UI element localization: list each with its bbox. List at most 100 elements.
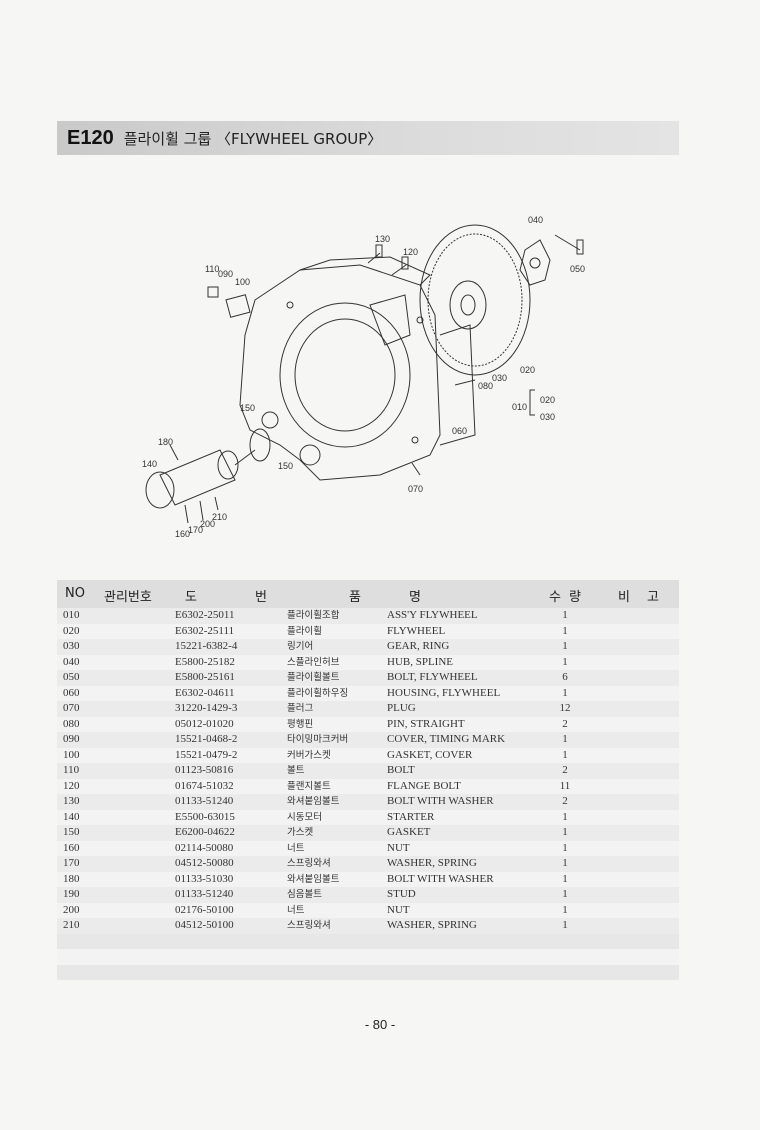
callout-050: 050	[570, 264, 585, 274]
header-drawing-2: 번	[255, 590, 267, 605]
part-name-korean: 스프링와셔	[287, 920, 331, 931]
part-no: 050	[63, 671, 80, 683]
part-number: 02176-50100	[175, 903, 234, 916]
part-name-english: FLANGE BOLT	[387, 779, 461, 792]
callout-030b: 030	[540, 412, 555, 422]
part-number: E6302-04611	[175, 686, 235, 699]
part-name-korean: 타이밍마크커버	[287, 734, 349, 745]
callout-070: 070	[408, 484, 423, 494]
quantity: 2	[562, 795, 568, 807]
part-no: 200	[63, 903, 80, 916]
header-name-1: 품	[349, 590, 361, 605]
table-filler-row	[57, 933, 679, 949]
part-number: E6200-04622	[175, 826, 235, 838]
part-no: 040	[63, 655, 80, 668]
callout-020: 020	[520, 365, 535, 375]
parts-table-header: NO 관리번호 도 번 품 명 수 량 비 고	[57, 580, 679, 608]
header-remark-2: 고	[647, 590, 659, 605]
part-no: 140	[63, 810, 80, 823]
quantity: 6	[562, 671, 568, 683]
part-name-korean: 커버가스켓	[287, 749, 331, 761]
table-filler-row	[57, 964, 679, 980]
callout-080: 080	[478, 381, 493, 391]
section-code: E120	[67, 126, 114, 149]
table-filler-row	[57, 949, 679, 965]
part-number: E5800-25182	[175, 655, 235, 668]
header-remark-1: 비	[618, 590, 630, 605]
quantity: 12	[559, 702, 571, 714]
part-name-english: HUB, SPLINE	[387, 655, 454, 668]
part-number: E6302-25111	[175, 624, 235, 637]
section-title: 플라이휠 그룹 〈FLYWHEEL GROUP〉	[123, 129, 383, 148]
part-name-english: COVER, TIMING MARK	[387, 733, 506, 745]
part-name-korean: 와셔붙임볼트	[287, 873, 340, 885]
part-number: 04512-50080	[175, 857, 234, 869]
page-number: - 80 -	[364, 1017, 396, 1032]
part-no: 030	[63, 640, 80, 652]
quantity: 1	[562, 810, 568, 823]
part-number: 01133-51030	[175, 872, 234, 885]
flywheel-group-illustration: 040 050 130 120 110 090 100 020 030 080 …	[142, 215, 585, 539]
part-no: 150	[63, 826, 80, 838]
part-no: 010	[63, 609, 80, 621]
callout-200: 200	[200, 519, 215, 529]
part-name-english: PIN, STRAIGHT	[387, 717, 465, 730]
part-name-english: GASKET	[387, 826, 431, 838]
part-name-english: BOLT WITH WASHER	[387, 872, 494, 885]
part-number: E5800-25161	[175, 671, 235, 683]
part-name-english: NUT	[387, 903, 410, 916]
part-number: 02114-50080	[175, 841, 234, 854]
header-drawing-1: 도	[185, 590, 197, 605]
quantity: 1	[562, 857, 568, 869]
callout-120: 120	[403, 247, 418, 257]
part-number: 31220-1429-3	[175, 702, 238, 714]
callout-090: 090	[218, 269, 233, 279]
housing-top-face	[299, 256, 431, 286]
quantity: 1	[562, 733, 568, 745]
part-name-english: STARTER	[387, 810, 435, 823]
part-number: 01123-50816	[175, 764, 234, 776]
quantity: 1	[562, 609, 568, 621]
callout-040: 040	[528, 215, 543, 225]
callout-100: 100	[235, 277, 250, 287]
part-name-korean: 플랜지볼트	[287, 780, 331, 792]
quantity: 11	[559, 779, 571, 792]
callout-180: 180	[158, 437, 173, 447]
callout-210: 210	[212, 512, 227, 522]
part-number: 01133-51240	[175, 888, 234, 900]
part-name-english: ASS'Y FLYWHEEL	[387, 609, 478, 621]
part-name-english: WASHER, SPRING	[387, 919, 477, 931]
part-name-english: FLYWHEEL	[387, 624, 446, 637]
part-name-korean: 플라이휠	[287, 625, 322, 637]
quantity: 1	[562, 640, 568, 652]
part-name-korean: 너트	[287, 842, 305, 854]
header-qty-2: 량	[569, 590, 581, 605]
part-number: E5500-63015	[175, 810, 235, 823]
part-no: 060	[63, 686, 80, 699]
part-no: 170	[63, 857, 80, 869]
callout-130: 130	[375, 234, 390, 244]
part-no: 100	[63, 748, 80, 761]
part-no: 210	[63, 919, 80, 931]
part-name-korean: 플라이휠볼트	[287, 672, 340, 683]
part-number: 04512-50100	[175, 919, 234, 931]
part-number: 01133-51240	[175, 795, 234, 807]
housing-outline	[239, 264, 441, 481]
part-name-korean: 볼트	[287, 765, 305, 776]
quantity: 1	[562, 686, 568, 699]
part-name-english: GEAR, RING	[387, 640, 450, 652]
